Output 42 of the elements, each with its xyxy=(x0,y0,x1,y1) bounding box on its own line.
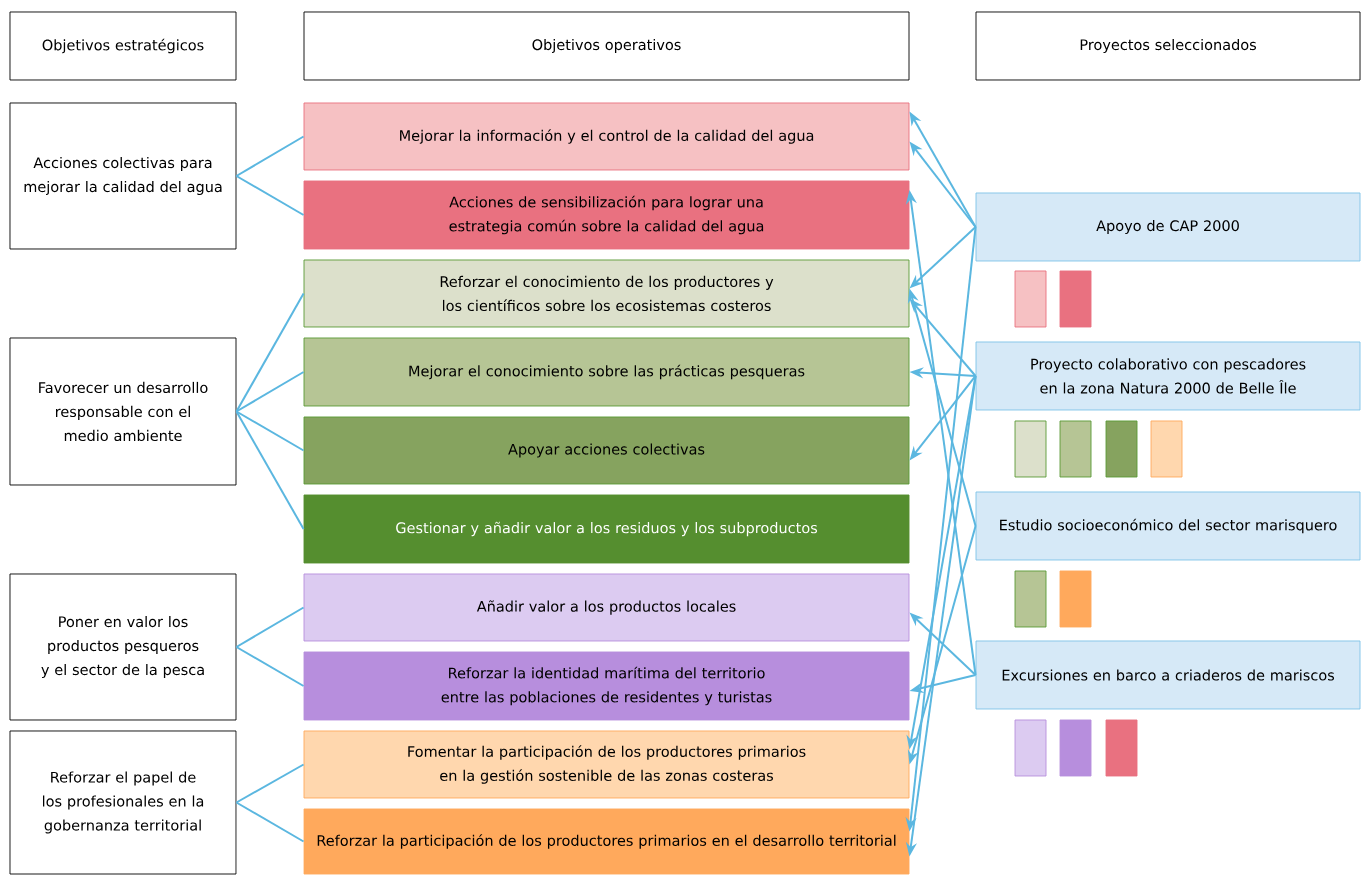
objective-box: Apoyar acciones colectivas xyxy=(303,416,910,485)
column-header: Objetivos estratégicos xyxy=(9,11,237,81)
connector-line xyxy=(235,135,305,177)
objective-box: Gestionar y añadir valor a los residuos y los subproductos xyxy=(303,494,910,564)
objective-box: Reforzar el conocimiento de los productores y los científicos sobre los ecosistemas costeros xyxy=(303,259,910,328)
column-header: Proyectos seleccionados xyxy=(975,11,1361,81)
color-swatch xyxy=(1105,420,1138,478)
objective-box: Mejorar la información y el control de la calidad del agua xyxy=(303,102,910,171)
connector-line xyxy=(235,763,305,804)
connector-line xyxy=(235,606,305,648)
objective-box: Acciones de sensibilización para lograr una estrategia común sobre la calidad del agua xyxy=(303,180,910,250)
project-box: Estudio socioeconómico del sector marisquero xyxy=(975,491,1361,561)
color-swatch xyxy=(1059,270,1092,328)
connector-line xyxy=(235,175,305,216)
objective-box: Reforzar la participación de los productores primarios en el desarrollo territorial xyxy=(303,808,910,875)
project-box: Proyecto colaborativo con pescadores en la zona Natura 2000 de Belle Île xyxy=(975,341,1361,411)
connector-line xyxy=(235,292,305,413)
color-swatch xyxy=(1150,420,1183,478)
color-swatch xyxy=(1059,570,1092,628)
color-swatch xyxy=(1059,719,1092,777)
color-swatch xyxy=(1059,420,1092,478)
color-swatch xyxy=(1014,270,1047,328)
objective-box: Fomentar la participación de los productores primarios en la gestión sostenible de las zonas costeras xyxy=(303,730,910,799)
objective-box: Reforzar el papel de los profesionales en la gobernanza territorial xyxy=(9,730,237,875)
objective-box: Acciones colectivas para mejorar la calidad del agua xyxy=(9,102,237,250)
objective-box: Añadir valor a los productos locales xyxy=(303,573,910,642)
connector-line xyxy=(235,410,305,530)
objective-box: Poner en valor los productos pesqueros y el sector de la pesca xyxy=(9,573,237,721)
color-swatch xyxy=(1014,719,1047,777)
objective-box: Mejorar el conocimiento sobre las prácticas pesqueras xyxy=(303,337,910,407)
connector-line xyxy=(235,371,305,413)
color-swatch xyxy=(1014,420,1047,478)
objective-box: Favorecer un desarrollo responsable con el medio ambiente xyxy=(9,337,237,486)
objective-box: Reforzar la identidad marítima del territorio entre las poblaciones de residentes y turistas xyxy=(303,651,910,721)
project-box: Excursiones en barco a criaderos de mariscos xyxy=(975,640,1361,710)
color-swatch xyxy=(1014,570,1047,628)
connector-line xyxy=(235,801,305,843)
connector-line xyxy=(235,410,305,452)
connector-line xyxy=(235,646,305,687)
project-box: Apoyo de CAP 2000 xyxy=(975,192,1361,262)
color-swatch xyxy=(1105,719,1138,777)
column-header: Objetivos operativos xyxy=(303,11,910,81)
